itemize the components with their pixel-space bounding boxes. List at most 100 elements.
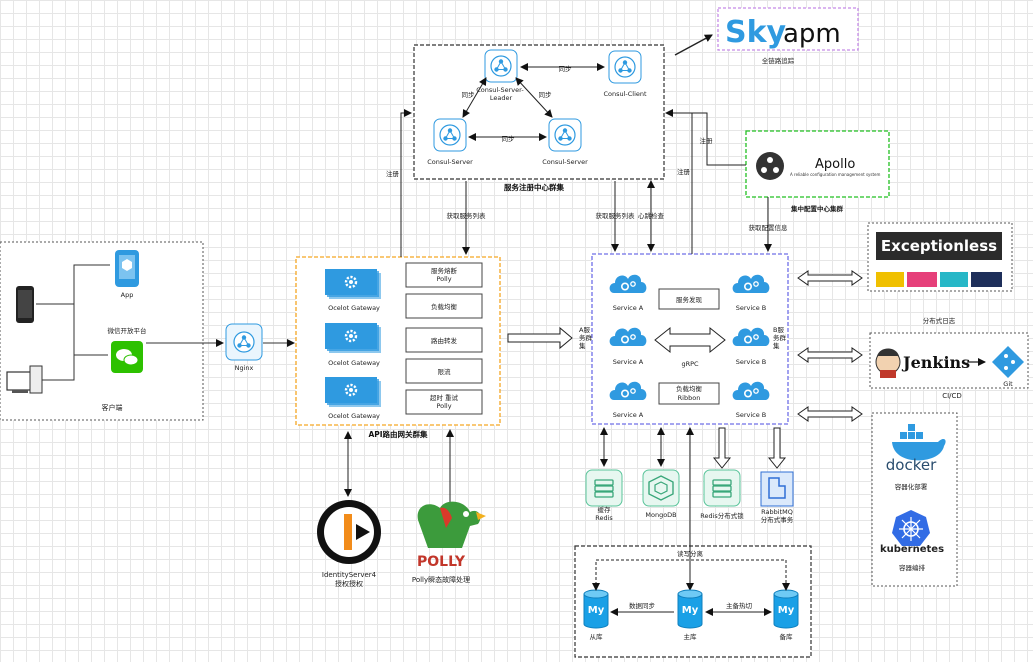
lb-box: [658, 382, 720, 405]
ocelot-label-3: Ocelot Gateway: [328, 412, 380, 420]
service-a-label-2: Service A: [613, 358, 644, 366]
logging-caption: 分布式日志: [923, 316, 956, 325]
rabbitmq-label-1: RabbitMQ: [761, 508, 793, 516]
ocelot-gateway-2: [323, 321, 383, 355]
client-connectors: [36, 264, 295, 381]
gateway-feature-label: 路由转发: [431, 336, 458, 345]
wechat-icon: [111, 341, 143, 373]
skyapm-logo-sky: Sky: [725, 15, 787, 50]
consul-leader-label: Consul-Server- Leader: [476, 86, 526, 102]
polly-caption: Polly瞬态故障处理: [412, 575, 470, 584]
consul-client-icon: [608, 50, 642, 84]
ocelot-label-2: Ocelot Gateway: [328, 359, 380, 367]
apollo-logo-icon: [756, 152, 784, 180]
consul-leader-icon: [484, 49, 518, 83]
mysql-master-logo: My: [682, 605, 699, 616]
mysql-links: [592, 559, 790, 616]
consul-links: [462, 63, 605, 141]
jenkins-logo-icon: [875, 348, 901, 378]
redis-dist-label: Redis分布式锁: [700, 511, 744, 520]
gateway-fetch-label: 获取服务列表: [447, 211, 487, 220]
gateway-feature-box: [405, 358, 483, 384]
lb-label-line1: 负载均衡: [676, 384, 703, 393]
grpc-arrow: [654, 326, 726, 354]
ocelot-label-1: Ocelot Gateway: [328, 304, 380, 312]
docker-caption: 容器化部署: [895, 482, 928, 491]
nginx-icon: [225, 323, 263, 361]
skyapm-caption: 全链路追踪: [762, 56, 795, 65]
gateway-register-arrow: [400, 109, 412, 257]
consul-server-left-icon: [433, 118, 467, 152]
gateway-feature-label: 服务熔断: [431, 266, 458, 275]
mysql-hotstandby-label: 主备热切: [726, 601, 753, 610]
polly-logo-text: POLLY: [417, 554, 466, 570]
consul-server-right-icon: [548, 118, 582, 152]
apollo-caption: 集中配置中心集群: [790, 204, 844, 213]
cache-label-2: Redis: [595, 514, 613, 522]
nginx-label: Nginx: [235, 364, 254, 372]
wechat-platform-label: 微信开放平台: [108, 326, 147, 335]
apollo-register-arrow: [665, 109, 746, 166]
rabbitmq-icon: [760, 471, 794, 507]
skyapm-box: [717, 7, 859, 51]
docker-logo-icon: [892, 424, 946, 461]
redis-dist-icon: [703, 469, 741, 507]
cache-redis-icon: [585, 469, 623, 507]
identityserver-label-1: IdentityServer4: [322, 571, 377, 579]
gateway-feature-box: [405, 262, 483, 288]
gateway-feature-label: Polly: [436, 275, 451, 283]
consul-client-label: Consul-Client: [603, 90, 647, 98]
mysql-slave-logo: My: [588, 605, 605, 616]
gateway-feature-box: [405, 293, 483, 319]
cache-label-1: 缓存: [598, 505, 612, 514]
consul-server-right-label: Consul-Server: [542, 158, 588, 166]
client-group-label: 客户端: [102, 403, 123, 412]
gateway-feature-label: 限流: [438, 367, 452, 376]
consul-server-left-label: Consul-Server: [427, 158, 473, 166]
identityserver-logo-icon: [317, 500, 381, 564]
a-cluster-label: A服务群集: [579, 326, 593, 350]
app-icon: [115, 250, 139, 287]
gateway-feature-label: Polly: [436, 402, 451, 410]
gateway-to-services-arrow: [507, 326, 573, 350]
service-b-label-3: Service B: [736, 411, 767, 419]
mysql-standby-label: 备库: [780, 632, 794, 641]
git-label: Git: [1003, 380, 1013, 388]
kubernetes-caption: 容器编排: [899, 563, 926, 572]
consul-sync-label-3: 同步: [539, 91, 553, 99]
ocelot-gateway-3: [323, 375, 383, 409]
exceptionless-logo-bg: [876, 232, 1002, 260]
gateway-feature-box: [405, 327, 483, 353]
service-b-label-1: Service B: [736, 304, 767, 312]
mongodb-icon: [642, 469, 680, 507]
gateway-cluster-label: API路由网关群集: [368, 429, 428, 439]
identityserver-label-2: 授权授权: [335, 579, 363, 588]
gateway-feature-label: 负载均衡: [431, 302, 458, 311]
jenkins-label: Jenkins: [901, 353, 970, 372]
storage-links: [600, 427, 694, 591]
consul-to-skyapm-arrow: [674, 34, 713, 56]
mongodb-label: MongoDB: [645, 511, 676, 519]
service-discovery-label: 服务发现: [676, 295, 703, 304]
service-a-label-1: Service A: [613, 304, 644, 312]
mysql-standby-logo: My: [778, 605, 795, 616]
lb-label-line2: Ribbon: [678, 394, 701, 402]
consul-cluster-label: 服务注册中心群集: [504, 182, 564, 192]
polly-logo-icon: [417, 501, 486, 548]
service-b-label-2: Service B: [736, 358, 767, 366]
phone-icon: [16, 286, 34, 323]
consul-sync-label-4: 同步: [502, 135, 516, 143]
apollo-register-label: 注册: [700, 136, 714, 145]
app-label: App: [121, 291, 134, 299]
right-double-arrows: [797, 270, 863, 422]
mysql-sync-label: 数据同步: [629, 601, 656, 610]
service-discovery-box: [658, 288, 720, 310]
mysql-rw-label: 读写分离: [677, 549, 704, 558]
exceptionless-logo: Exceptionless: [881, 237, 997, 255]
health-check-label: 心跳检查: [638, 211, 665, 220]
gateway-feature-box: [405, 389, 483, 415]
mysql-master-label: 主库: [684, 632, 698, 641]
git-logo-icon: [992, 346, 1024, 378]
cicd-caption: CI/CD: [942, 392, 962, 400]
skyapm-logo-apm: apm: [783, 19, 841, 49]
